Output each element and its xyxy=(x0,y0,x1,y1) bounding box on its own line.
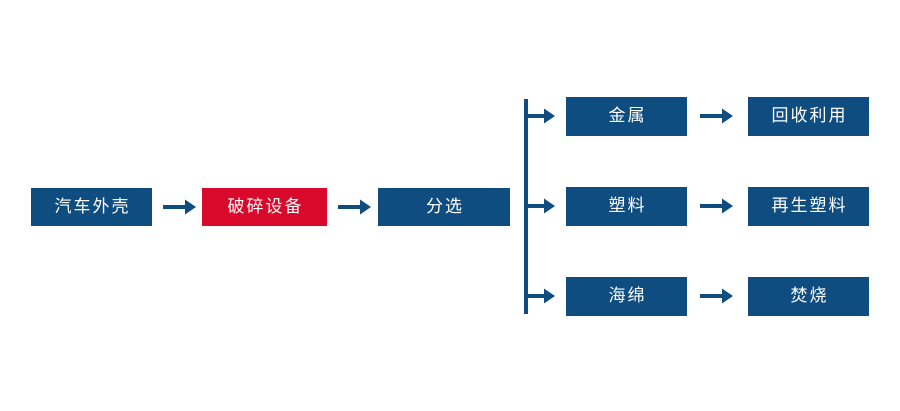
node-sorting[interactable]: 分选 xyxy=(378,188,510,226)
arrow-right-icon-2 xyxy=(338,196,372,218)
arrow-right-icon-1 xyxy=(163,196,197,218)
arrow-right-icon-metal xyxy=(700,105,734,127)
branch-arrow-icon-plastic xyxy=(526,195,556,217)
node-outcome-incineration[interactable]: 焚烧 xyxy=(748,277,869,316)
branch-arrow-icon-metal xyxy=(526,105,556,127)
arrow-right-icon-sponge xyxy=(700,285,734,307)
node-material-metal[interactable]: 金属 xyxy=(566,97,687,136)
node-outcome-recycling[interactable]: 回收利用 xyxy=(748,97,869,136)
node-material-plastic[interactable]: 塑料 xyxy=(566,187,687,226)
node-car-shell[interactable]: 汽车外壳 xyxy=(31,188,152,226)
node-material-sponge[interactable]: 海绵 xyxy=(566,277,687,316)
node-crushing-equipment[interactable]: 破碎设备 xyxy=(202,188,327,226)
branch-arrow-icon-sponge xyxy=(526,285,556,307)
arrow-right-icon-plastic xyxy=(700,195,734,217)
node-outcome-recycled-plastic[interactable]: 再生塑料 xyxy=(748,187,869,226)
